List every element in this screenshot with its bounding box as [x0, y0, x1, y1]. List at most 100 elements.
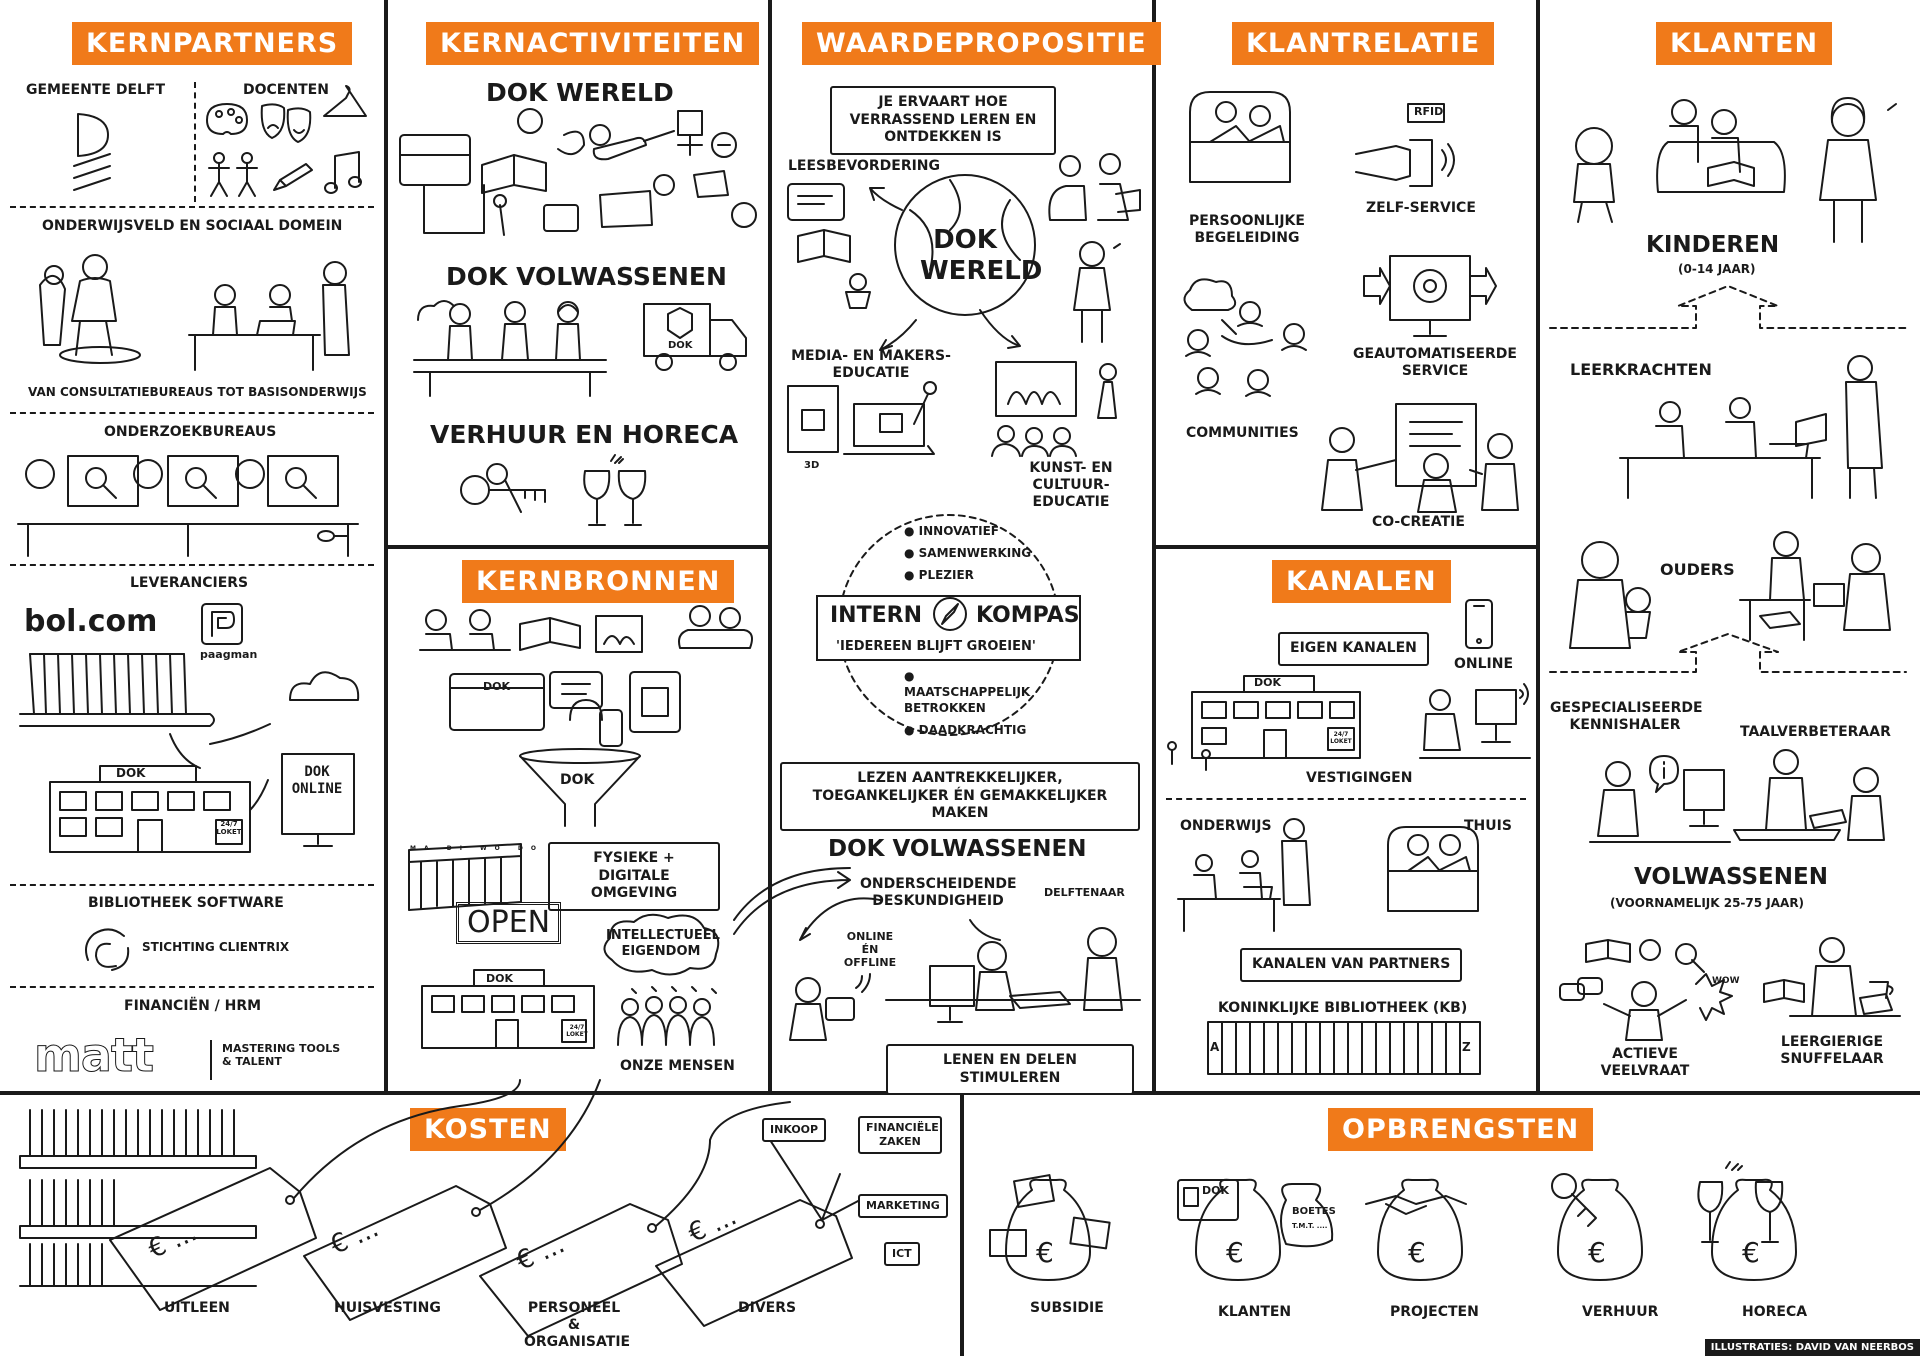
header-kanalen: Kanalen — [1272, 560, 1451, 603]
day-label: DO — [517, 845, 544, 852]
divider — [194, 82, 196, 202]
dok-building-icon — [49, 765, 251, 853]
building-sign-dok: DOK — [1254, 676, 1282, 689]
label-volwassenen: Volwassenen — [1634, 864, 1828, 890]
leergierige-snuffelaar-icon — [1763, 937, 1901, 1017]
open-sign: OPEN — [456, 902, 562, 944]
header-waardepropositie: Waardepropositie — [802, 22, 1161, 65]
label-subsidie: Subsidie — [1030, 1300, 1104, 1316]
boetes-label: BOETES — [1292, 1206, 1336, 1217]
header-kosten: Kosten — [410, 1108, 566, 1151]
art-culture-icon — [991, 361, 1117, 457]
label-kinderen: Kinderen — [1646, 232, 1780, 258]
header-klanten: Klanten — [1656, 22, 1833, 65]
card-label-dok: DOK — [1202, 1184, 1230, 1197]
bookshelves-icon — [19, 1109, 257, 1287]
resources-collage-icon — [419, 605, 753, 747]
cocreation-icon — [1321, 403, 1519, 513]
bag-euro-symbol: € — [1408, 1236, 1426, 1269]
armchair-reading-icon — [1189, 91, 1291, 183]
header-opbrengsten: Opbrengsten — [1328, 1108, 1594, 1151]
delft-logo-icon — [73, 113, 111, 191]
label-verhuur: Verhuur — [1582, 1304, 1659, 1320]
dok-building-small-icon — [421, 969, 595, 1049]
globe-arrows-icon — [869, 187, 1021, 351]
kb-bookshelf-icon — [1207, 1021, 1481, 1075]
phone-icon — [1465, 599, 1493, 649]
printer-laptop-icon — [787, 381, 937, 455]
label-uitleen: Uitleen — [164, 1300, 230, 1316]
label-kompas-sub: 'Iedereen blijft groeien' — [836, 639, 1036, 654]
label-matt-tagline: Mastering Tools & Talent — [222, 1042, 341, 1069]
label-leveranciers: Leveranciers — [130, 575, 249, 591]
label-volwassenen-age: (voornamelijk 25-75 jaar) — [1610, 896, 1805, 910]
taalverbeteraar-scene-icon — [1733, 749, 1885, 841]
bol-logo: bol.com — [24, 604, 158, 639]
illustration-credit: Illustraties: David van Neerbos — [1704, 1339, 1920, 1356]
label-actieve-veelvraat: Actieve veelvraat — [1600, 1046, 1690, 1079]
bullet: Plezier — [904, 564, 1031, 586]
automation-monitor-icon — [1363, 255, 1497, 337]
book-conveyor-icon — [19, 653, 360, 847]
grid-line — [768, 0, 772, 1093]
bag-euro-symbol: € — [1742, 1236, 1760, 1269]
boetes-sub: T.M.T. .... — [1292, 1222, 1328, 1230]
day-label: DI — [446, 845, 470, 852]
tablet-books-icon — [787, 183, 851, 263]
label-dok-wereld: DOK wereld — [486, 78, 674, 107]
label-huisvesting: Huisvesting — [334, 1300, 441, 1316]
consultation-scene-icon — [39, 254, 141, 364]
arrow-up-outline-icon — [1549, 633, 1907, 673]
label-inkoop: Inkoop — [762, 1118, 827, 1142]
bag-euro-symbol: € — [1036, 1236, 1054, 1269]
label-fysieke-digitale: Fysieke + digitale omgeving — [548, 842, 720, 911]
label-dok-volwassenen-wp: DOK volwassenen — [828, 836, 1087, 862]
label-onderwijsveld: Onderwijsveld en sociaal domein — [42, 218, 343, 234]
clientrix-logo-icon — [85, 928, 130, 971]
divider — [10, 986, 374, 988]
label-clientrix: Stichting Clientrix — [142, 940, 290, 954]
label-consultatiebureaus: Van consultatiebureaus tot basisonderwij… — [28, 385, 367, 399]
label-geautomatiseerd: Geautomatiseerde service — [1353, 346, 1517, 379]
label-onderwijs: Onderwijs — [1180, 818, 1272, 834]
woman-icon — [1073, 241, 1121, 343]
box-lenen-delen: Lenen en delen stimuleren — [886, 1044, 1134, 1095]
label-onze-mensen: Onze mensen — [620, 1058, 735, 1074]
label-taalverbeteraar: Taalverbeteraar — [1740, 724, 1891, 740]
label-financien: Financiën / HRM — [124, 998, 262, 1014]
thuis-armchair-icon — [1387, 826, 1479, 912]
arrow-up-outline-icon — [1549, 285, 1907, 329]
label-online: Online — [1454, 656, 1514, 672]
matt-logo: matt — [34, 1027, 155, 1082]
label-horeca: Horeca — [1742, 1304, 1808, 1320]
divider — [210, 1040, 212, 1080]
label-ouders: Ouders — [1660, 560, 1735, 579]
label-3d: 3D — [804, 460, 820, 471]
divider — [10, 884, 374, 886]
children-scene-icon — [1573, 97, 1897, 243]
label-kompas: Kompas — [976, 603, 1080, 628]
label-co-creatie: Co-creatie — [1372, 514, 1465, 530]
day-label: MA — [410, 845, 437, 852]
label-bibliotheek-software: Bibliotheek software — [88, 895, 284, 911]
pencil-icon — [273, 163, 313, 191]
grid-line — [384, 545, 768, 549]
label-leesbevordering: Leesbevordering — [788, 158, 941, 174]
label-zelf-service: Zelf-service — [1366, 200, 1476, 216]
wow-label: WOW — [1712, 976, 1740, 986]
classroom-scene-icon — [188, 261, 350, 371]
community-network-icon — [1183, 278, 1307, 397]
library-desk-icon — [789, 897, 1141, 1041]
divider — [1166, 798, 1526, 800]
ouders-scene-icon — [1569, 531, 1891, 649]
wine-glasses-icon — [583, 454, 647, 526]
rfid-hand-icon — [1355, 103, 1455, 187]
divider — [10, 564, 374, 566]
label-intellectueel: Intellectueel eigendom — [606, 928, 720, 959]
label-leergierige-snuffelaar: Leergierige snuffelaar — [1780, 1034, 1884, 1067]
cost-tags-icon — [109, 1079, 861, 1337]
label-persoonlijke-begeleiding: Persoonlijke begeleiding — [1189, 213, 1305, 246]
bag-euro-symbol: € — [1226, 1236, 1244, 1269]
building-sign-dok: DOK — [483, 680, 511, 693]
box-lezen: Lezen aantrekkelijker, toegankelijker én… — [780, 762, 1140, 831]
